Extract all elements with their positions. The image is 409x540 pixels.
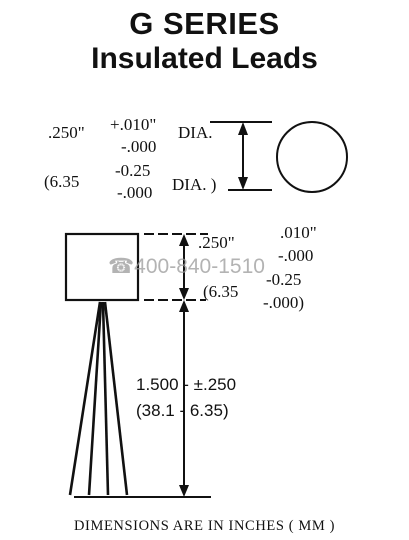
body-length-metric-tolerance-minus: -.000): [263, 293, 305, 312]
body-length-metric-tolerance-plus: -0.25: [266, 270, 302, 289]
lead-wire: [87, 301, 103, 496]
dia-tolerance-minus: -.000: [121, 137, 157, 156]
lead-length-metric: (38.1 - 6.35): [136, 401, 229, 420]
body-length-tolerance-plus: .010": [280, 223, 317, 242]
body-arrow-down: [179, 288, 189, 300]
dia-arrow-up: [238, 122, 248, 135]
phone-watermark: ☎400-840-1510: [108, 254, 265, 279]
dia-tolerance-plus: +.010": [110, 115, 157, 134]
dia-arrow-down: [238, 177, 248, 190]
lead-wire: [103, 301, 129, 496]
lead-length-imperial: 1.500 - ±.250: [136, 375, 237, 394]
lead-end-view-circle: [276, 121, 348, 193]
body-arrow-up: [179, 234, 189, 246]
body-length-metric-nominal: (6.35: [203, 282, 239, 301]
telephone-icon: ☎: [108, 255, 135, 278]
component-body: [64, 232, 140, 302]
body-length-tolerance-minus: -.000: [278, 246, 314, 265]
insulated-leads: [68, 301, 129, 496]
dia-nominal: .250": [48, 123, 85, 142]
lead-arrow-down: [179, 485, 189, 497]
dia-metric-tolerance-plus: -0.25: [115, 161, 151, 180]
dia-metric-tolerance-minus: -.000: [117, 183, 153, 202]
watermark-phone-number: 400-840-1510: [134, 255, 265, 278]
lead-wire: [101, 301, 110, 496]
dia-metric-unit: DIA. ): [172, 175, 217, 194]
body-length-nominal: .250": [198, 233, 235, 252]
series-title: G SERIES: [129, 6, 280, 41]
series-subtitle: Insulated Leads: [91, 42, 318, 75]
units-note: DIMENSIONS ARE IN INCHES ( MM ): [73, 518, 336, 534]
lead-wire: [68, 301, 102, 496]
dia-metric-nominal: (6.35: [44, 172, 80, 191]
lead-arrow-up: [179, 300, 189, 312]
dia-unit-label: DIA.: [178, 123, 213, 142]
